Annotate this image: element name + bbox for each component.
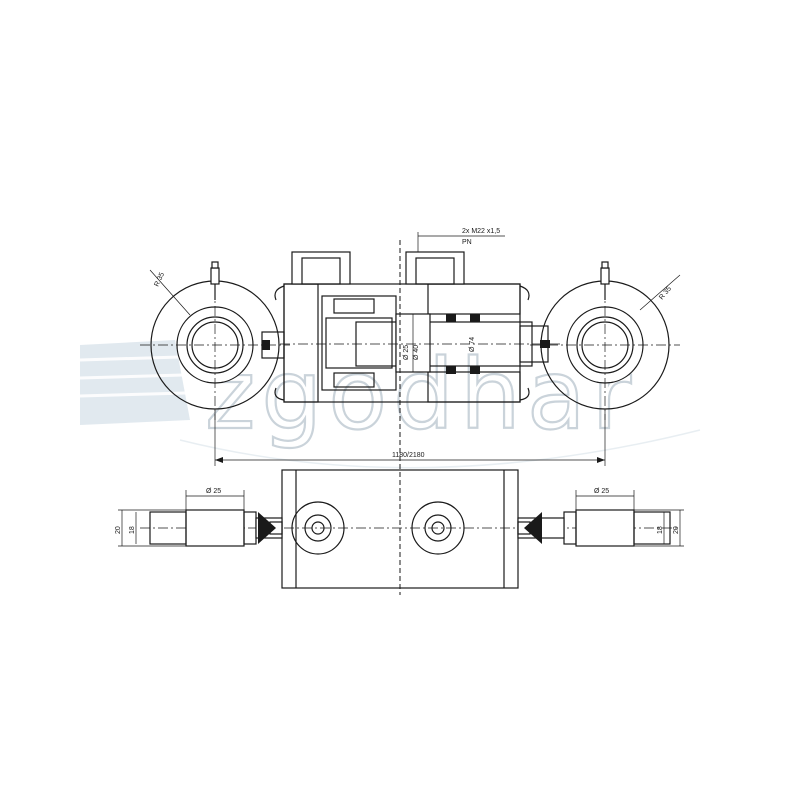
cylinder-body bbox=[274, 240, 560, 595]
dim-port-note: PN bbox=[462, 239, 472, 246]
dim-h-inner-left: 18 bbox=[129, 526, 136, 534]
watermark-swoosh bbox=[179, 429, 701, 469]
dim-h-outer-right: 20 bbox=[673, 526, 680, 534]
dim-ports: 2x M22 x1,5 bbox=[462, 228, 500, 235]
plan-view: Ø 25 Ø 25 20 18 18 20 bbox=[115, 469, 684, 589]
dim-length: 1180/2180 bbox=[392, 452, 425, 459]
watermark-stripes bbox=[80, 340, 190, 425]
dim-h-inner-right: 18 bbox=[657, 526, 664, 534]
dim-pin-left: Ø 25 bbox=[206, 488, 221, 495]
dim-bore-a: Ø 25 bbox=[403, 345, 410, 360]
dim-pin-right: Ø 25 bbox=[594, 488, 609, 495]
left-eye bbox=[140, 261, 290, 420]
dim-eye-radius-left: R 35 bbox=[153, 271, 166, 287]
dim-h-outer-left: 20 bbox=[115, 526, 122, 534]
dim-eye-radius-right: R 35 bbox=[658, 285, 673, 301]
dim-rod-dia: Ø 74 bbox=[469, 337, 476, 352]
right-eye bbox=[530, 261, 680, 420]
section-view: R 35 bbox=[140, 228, 681, 595]
dim-bore-b: Ø 40 bbox=[413, 345, 420, 360]
